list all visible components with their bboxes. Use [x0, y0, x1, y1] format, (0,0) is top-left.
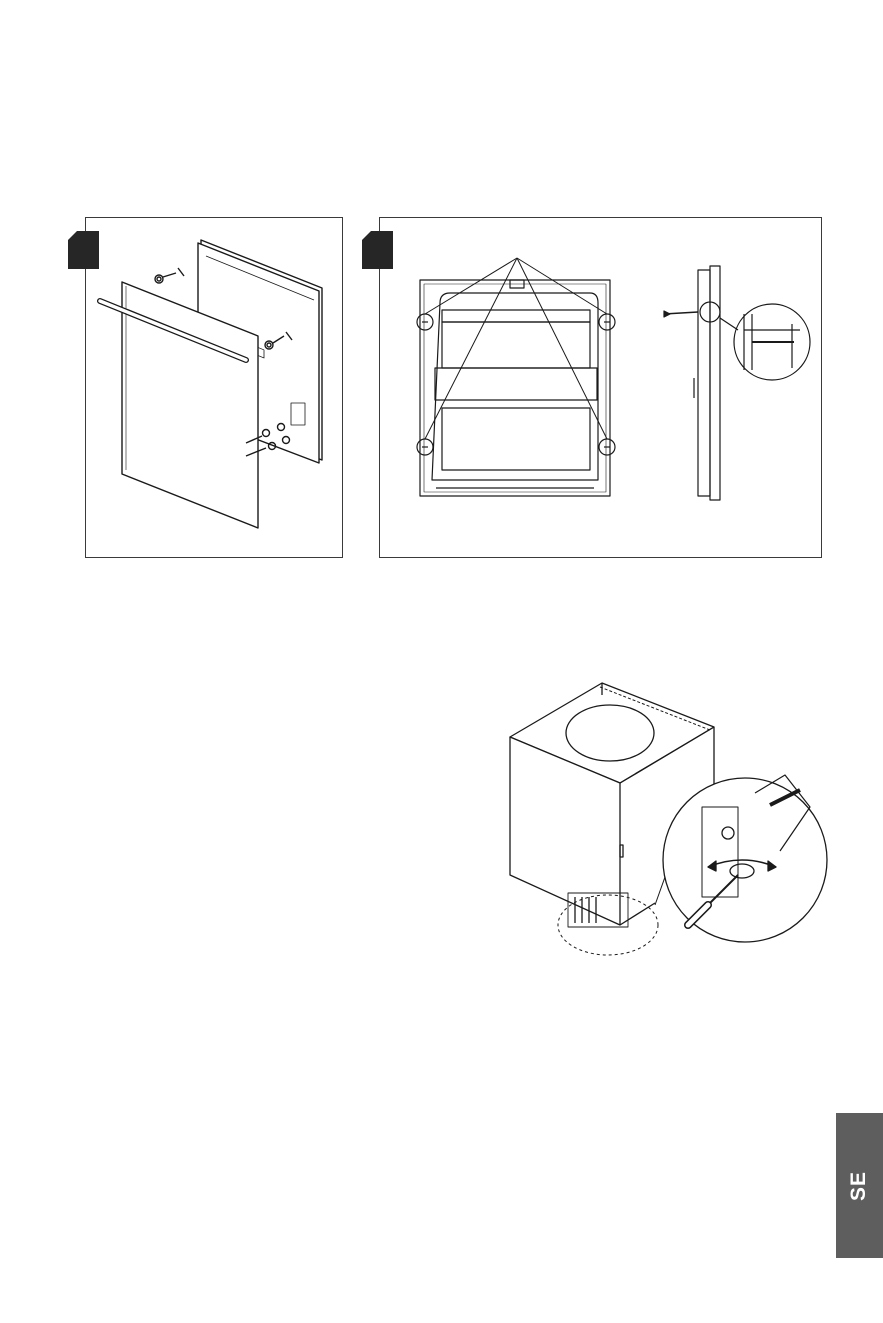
figure-panel-2 — [379, 217, 822, 558]
screwdriver-icon — [664, 311, 698, 317]
figure-height-adjustment — [480, 675, 840, 965]
door-panel-icon — [86, 218, 342, 557]
language-tab: SE — [836, 1113, 883, 1258]
magnifier-detail-icon — [700, 302, 810, 380]
figure-panel-1 — [85, 217, 343, 558]
language-tab-label: SE — [847, 1170, 871, 1200]
screw-position-icon — [380, 218, 821, 557]
dishwasher-icon — [480, 675, 840, 965]
